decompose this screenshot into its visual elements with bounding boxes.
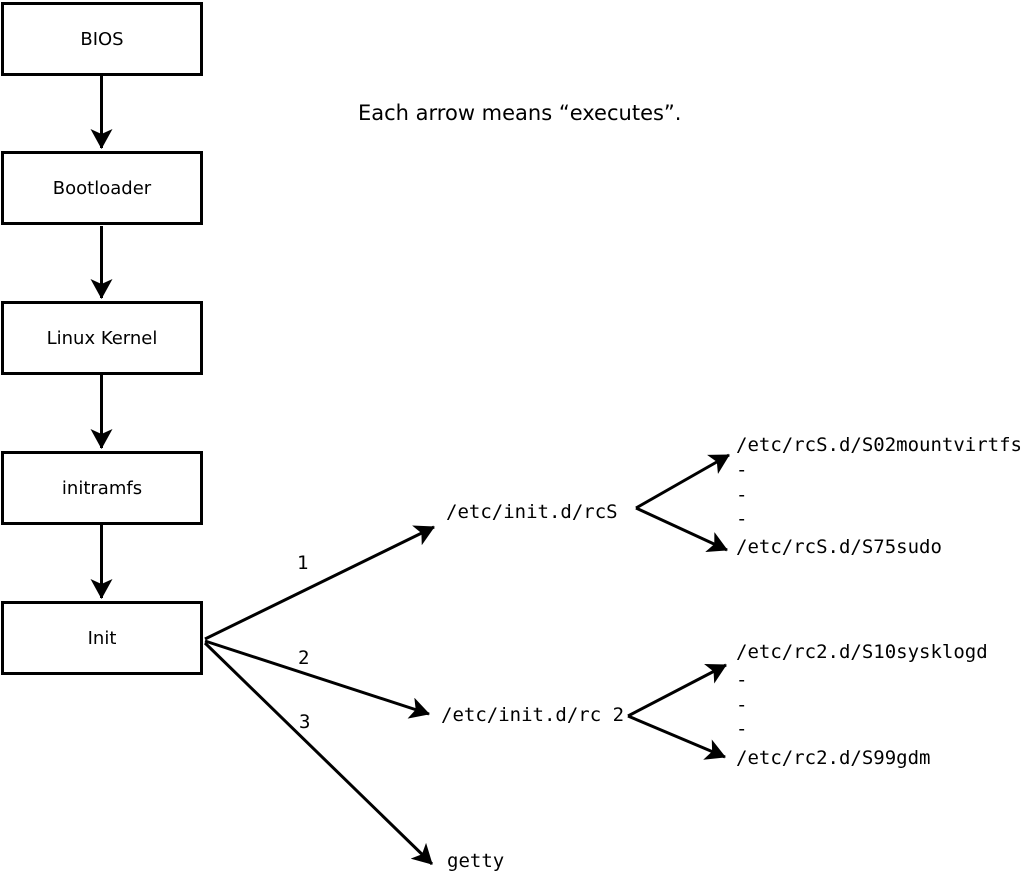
target-getty: getty — [447, 850, 505, 872]
rcS-script-ellipsis-dash: - — [736, 484, 748, 506]
rc2-script-ellipsis-dash: - — [736, 694, 748, 716]
flow-box-label: initramfs — [61, 477, 143, 499]
arrow-init-to-rcS — [204, 525, 435, 641]
target-init-d-rcS: /etc/init.d/rcS — [446, 501, 618, 523]
flow-box-bios: BIOS — [1, 2, 203, 76]
branch-number-1: 1 — [297, 552, 309, 574]
arrow-rc2-to-s10sysklogd — [627, 663, 727, 718]
branch-number-3: 3 — [299, 711, 311, 733]
rcS-script-ellipsis-dash: - — [736, 508, 748, 530]
rc2-script-ellipsis-dash: - — [736, 669, 748, 691]
rc2-script-s10sysklogd: /etc/rc2.d/S10sysklogd — [736, 641, 988, 663]
flow-box-label: Linux Kernel — [46, 327, 158, 349]
legend-note: Each arrow means “executes”. — [358, 101, 682, 125]
flow-box-linux-kernel: Linux Kernel — [1, 301, 203, 375]
rc2-script-s99gdm: /etc/rc2.d/S99gdm — [736, 747, 931, 769]
flow-box-init: Init — [1, 601, 203, 675]
flow-box-label: BIOS — [80, 28, 124, 50]
branch-number-2: 2 — [298, 647, 310, 669]
arrow-rc2-to-s99gdm — [627, 714, 726, 760]
arrow-init-to-rc2 — [204, 639, 430, 719]
flow-box-label: Bootloader — [52, 177, 152, 199]
rcS-script-ellipsis-dash: - — [736, 459, 748, 481]
rcS-script-s02mountvirtfs: /etc/rcS.d/S02mountvirtfs — [736, 434, 1022, 456]
flow-box-bootloader: Bootloader — [1, 151, 203, 225]
flow-box-label: Init — [87, 627, 117, 649]
flow-box-initramfs: initramfs — [1, 451, 203, 525]
rc2-script-ellipsis-dash: - — [736, 718, 748, 740]
arrow-rcS-to-s02mountvirtfs — [635, 453, 730, 510]
target-init-d-rc2: /etc/init.d/rc 2 — [441, 704, 625, 726]
arrow-init-to-getty — [203, 641, 434, 866]
arrow-rcS-to-s75sudo — [635, 506, 728, 553]
rcS-script-s75sudo: /etc/rcS.d/S75sudo — [736, 536, 942, 558]
